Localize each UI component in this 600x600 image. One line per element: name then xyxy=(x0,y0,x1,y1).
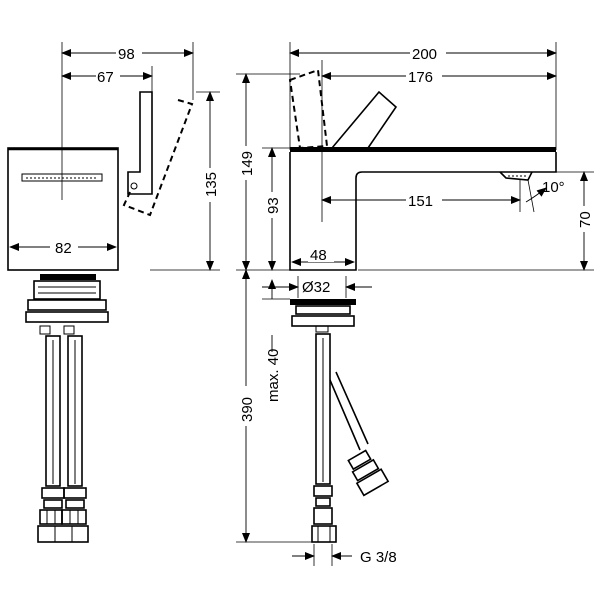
side-view-hose-left xyxy=(45,335,61,487)
side-view-lever-open xyxy=(122,99,194,217)
side-view-hose-right xyxy=(67,335,83,487)
dim-82-label: 82 xyxy=(55,240,72,257)
thread-label: G 3/8 xyxy=(360,549,397,566)
dim-max40-label: max. 40 xyxy=(265,349,282,402)
side-view-lever xyxy=(127,91,153,195)
front-view: 200 176 149 93 151 10° 70 48 xyxy=(236,42,594,566)
dim-135-label: 135 xyxy=(203,172,220,197)
front-view-body xyxy=(289,152,557,271)
front-view-lever-open xyxy=(288,68,329,150)
dim-67-label: 67 xyxy=(97,69,114,86)
side-view-fittings xyxy=(37,487,89,543)
dim-32-label: Ø32 xyxy=(302,279,330,296)
dim-176-label: 176 xyxy=(408,69,433,86)
dim-151-label: 151 xyxy=(408,193,433,210)
front-view-aerator xyxy=(499,171,533,181)
front-view-lever xyxy=(331,90,398,149)
side-view: 98 67 135 82 xyxy=(7,42,220,543)
front-view-bent-hose xyxy=(329,371,369,451)
dim-390-label: 390 xyxy=(239,397,256,422)
dim-48-label: 48 xyxy=(310,247,327,264)
dim-10deg-label: 10° xyxy=(542,179,565,196)
dim-93-label: 93 xyxy=(265,197,282,214)
dim-149-label: 149 xyxy=(239,151,256,176)
dim-70-label: 70 xyxy=(577,211,594,228)
side-view-base-ring xyxy=(40,274,96,280)
front-view-bent-fitting xyxy=(347,449,390,497)
dim-200-label: 200 xyxy=(412,46,437,63)
front-view-hose xyxy=(315,333,331,485)
front-view-mount xyxy=(295,305,351,315)
front-view-bottom-fitting xyxy=(311,485,337,543)
dim-98-label: 98 xyxy=(118,46,135,63)
